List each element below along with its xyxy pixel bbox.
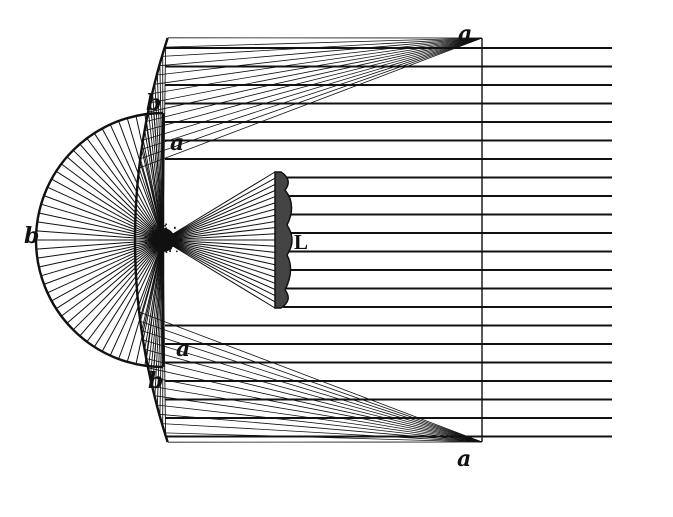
lamp-speck	[148, 238, 150, 240]
lamp-speck	[169, 242, 171, 244]
lamp-speck	[145, 242, 147, 244]
radial-ray	[80, 144, 163, 240]
lamp-speck	[166, 229, 168, 231]
label-a-bottom: a	[457, 446, 471, 472]
label-a-upper: a	[170, 130, 184, 156]
lamp-speck	[151, 242, 153, 244]
lamp-speck	[155, 238, 157, 240]
lamp-speck	[165, 246, 167, 248]
lamp-speck	[149, 230, 151, 232]
lamp-speck	[149, 234, 151, 236]
lamp-speck	[160, 241, 162, 243]
lamp-speck	[175, 234, 177, 236]
lamp-speck	[157, 230, 159, 232]
grid-ray-up	[159, 38, 482, 66]
lamp-speck	[159, 222, 161, 224]
lamp-speck	[163, 250, 165, 252]
radial-ray	[80, 240, 163, 336]
lamp-speck	[166, 245, 168, 247]
lens-ray	[163, 240, 275, 296]
lamp-speck	[168, 244, 170, 246]
grid-ray-up	[154, 38, 482, 84]
lamp-speck	[157, 242, 159, 244]
lens-ray	[163, 240, 275, 290]
lamp-speck	[153, 252, 155, 254]
lamp-speck	[173, 239, 175, 241]
label-lens: L	[294, 230, 308, 254]
lens-ray	[163, 184, 275, 240]
lamp-speck	[160, 227, 162, 229]
lamp-speck	[169, 249, 171, 251]
lamp-speck	[157, 250, 159, 252]
label-b-bottom: b	[148, 368, 163, 394]
lamp-speck	[166, 251, 168, 253]
label-b-top: b	[146, 90, 161, 116]
lamp-speck	[164, 234, 166, 236]
lamp-speck	[156, 240, 158, 242]
lamp-speck	[160, 237, 162, 239]
lamp-speck	[162, 240, 164, 242]
lamp-speck	[161, 246, 163, 248]
lamp-speck	[151, 235, 153, 237]
lamp-speck	[152, 232, 154, 234]
lamp-speck	[165, 223, 167, 225]
grid-ray-down	[143, 340, 482, 442]
lamp-speck	[164, 241, 166, 243]
lens-ray	[163, 215, 275, 240]
lamp-speck	[178, 242, 180, 244]
lamp-speck	[145, 236, 147, 238]
lamp-speck	[161, 231, 163, 233]
lamp-speck	[164, 236, 166, 238]
lamp-speck	[155, 243, 157, 245]
lamp-speck	[145, 240, 147, 242]
lamp-speck	[165, 227, 167, 229]
lamp-speck	[161, 221, 163, 223]
lamp-speck	[154, 247, 156, 249]
lamp-speck	[164, 225, 166, 227]
lamp-speck	[167, 234, 169, 236]
grid-ray-up	[146, 38, 482, 122]
label-a-top: a	[458, 21, 472, 47]
lamp-speck	[152, 245, 154, 247]
label-b-left: b	[24, 223, 39, 249]
lamp-speck	[147, 239, 149, 241]
lamp-speck	[149, 247, 151, 249]
lamp-speck	[174, 227, 176, 229]
parallel-beams	[165, 48, 612, 437]
label-a-lower: a	[176, 336, 190, 362]
lamp-speck	[161, 235, 163, 237]
lamp-speck	[154, 225, 156, 227]
lamp-speck	[163, 246, 165, 248]
lamp-speck	[154, 235, 156, 237]
lamp-speck	[171, 233, 173, 235]
lamp-speck	[158, 238, 160, 240]
lamp-speck	[157, 222, 159, 224]
grid-ray-up	[143, 38, 482, 140]
lens-ray	[163, 240, 275, 265]
lamp-speck	[152, 227, 154, 229]
lamp-speck	[176, 251, 178, 253]
lamp-speck	[156, 226, 158, 228]
lens-ray	[163, 191, 275, 241]
